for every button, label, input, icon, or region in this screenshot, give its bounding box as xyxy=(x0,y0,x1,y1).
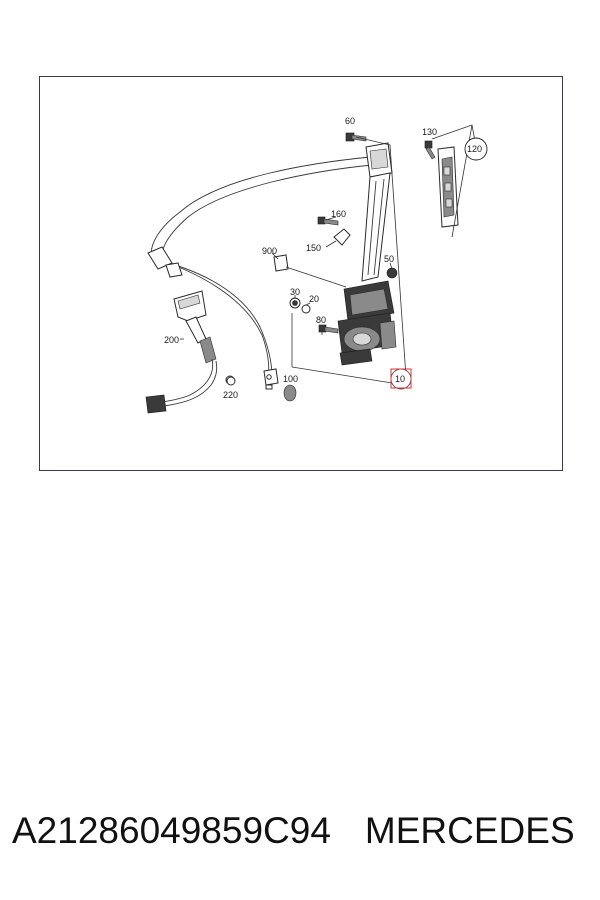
callout-900: 900 xyxy=(262,246,277,256)
callout-150: 150 xyxy=(306,243,321,253)
callout-60: 60 xyxy=(345,116,355,126)
callout-100: 100 xyxy=(283,374,298,384)
callout-20: 20 xyxy=(309,294,319,304)
callout-120-circle xyxy=(464,137,488,161)
callout-50: 50 xyxy=(384,254,394,264)
small-hardware xyxy=(226,132,436,402)
seat-belt-exploded-diagram: 60 130 120 160 150 900 50 30 20 80 200 1… xyxy=(145,116,488,414)
parts-diagram-frame: 60 130 120 160 150 900 50 30 20 80 200 1… xyxy=(39,76,563,471)
belt-webbing xyxy=(147,156,373,380)
brand-name: MERCEDES xyxy=(364,810,575,851)
height-adjuster-rail xyxy=(437,146,459,228)
callout-160: 160 xyxy=(331,209,346,219)
callout-10-highlight xyxy=(390,368,412,389)
belt-end-anchor xyxy=(263,368,279,390)
belt-retractor xyxy=(337,280,397,366)
callout-200: 200 xyxy=(164,335,179,345)
callout-120: 120 xyxy=(467,144,482,154)
callout-80: 80 xyxy=(316,315,326,325)
part-number: A21286049859C94 xyxy=(12,810,331,851)
callout-220: 220 xyxy=(223,390,238,400)
part-caption: A21286049859C94 MERCEDES xyxy=(12,810,592,856)
callout-130: 130 xyxy=(422,127,437,137)
buckle-assembly xyxy=(145,290,235,414)
callout-labels: 60 130 120 160 150 900 50 30 20 80 200 1… xyxy=(164,116,488,400)
callout-30: 30 xyxy=(290,287,300,297)
leader-lines xyxy=(180,124,477,384)
callout-10: 10 xyxy=(395,374,405,384)
